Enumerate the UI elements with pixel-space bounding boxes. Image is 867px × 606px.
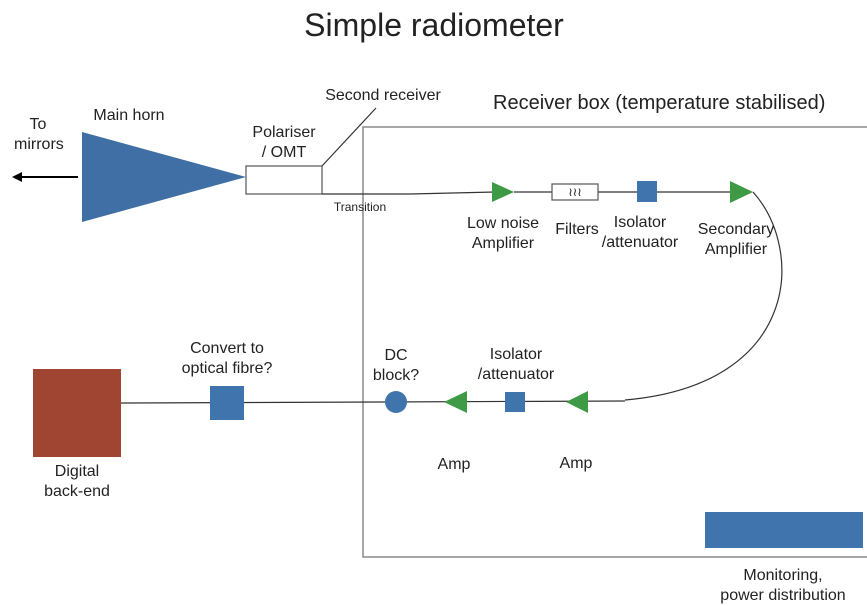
optical-converter-icon — [210, 386, 244, 420]
secondary-amp-label: Secondary Amplifier — [688, 220, 784, 260]
page-title: Simple radiometer — [304, 7, 564, 43]
second-receiver-label: Second receiver — [325, 87, 441, 104]
amp-left-icon — [444, 391, 467, 413]
to-mirrors-arrow-head — [12, 172, 22, 182]
isolator-top-label: Isolator /attenuator — [594, 213, 686, 253]
convert-line-1: Convert to — [190, 340, 264, 357]
lna-line-2: Amplifier — [471, 235, 535, 252]
low-noise-amplifier-icon — [492, 182, 514, 202]
monitoring-label: Monitoring, power distribution — [700, 566, 866, 606]
isolator-top-icon — [637, 181, 657, 202]
lna-label: Low noise Amplifier — [460, 214, 546, 254]
main-horn-icon — [82, 132, 246, 222]
filter-bank-icon: ≀≀≀ — [568, 185, 582, 199]
polariser-label: Polariser / OMT — [242, 123, 326, 163]
monitoring-line-2: power distribution — [720, 587, 846, 604]
receiver-box — [362, 126, 867, 558]
amp-right-icon — [566, 391, 588, 413]
filters-label: Filters — [555, 221, 599, 238]
isolator-bottom-icon — [505, 392, 525, 412]
amp-right-label: Amp — [559, 455, 593, 472]
signal-line-bottom — [120, 400, 626, 404]
monitoring-line-1: Monitoring, — [743, 567, 823, 584]
isolator-bottom-line-1: Isolator — [489, 346, 543, 363]
secondary-amplifier-icon — [730, 181, 753, 203]
digital-backend-label: Digital back-end — [30, 462, 124, 502]
polariser-box — [245, 165, 323, 195]
polariser-line-2: / OMT — [261, 144, 307, 161]
digital-backend-line-1: Digital — [54, 463, 100, 480]
signal-line-top-1 — [409, 191, 496, 195]
convert-line-2: optical fibre? — [181, 360, 273, 377]
main-horn-label: Main horn — [93, 107, 165, 124]
isolator-bottom-line-2: /attenuator — [477, 366, 555, 383]
dc-block-line-2: block? — [372, 367, 420, 384]
isolator-top-line-2: /attenuator — [601, 234, 679, 251]
convert-label: Convert to optical fibre? — [168, 339, 286, 379]
loop-cable — [624, 191, 783, 401]
dc-block-line-1: DC — [384, 347, 408, 364]
to-mirrors-line-1: To — [29, 116, 47, 133]
isolator-bottom-label: Isolator /attenuator — [468, 345, 564, 385]
transition-label: Transition — [333, 200, 387, 214]
dc-block-icon — [385, 391, 407, 413]
secondary-amp-line-2: Amplifier — [704, 241, 768, 258]
secondary-amp-line-1: Secondary — [697, 221, 775, 238]
isolator-top-line-1: Isolator — [613, 214, 667, 231]
receiver-box-label: Receiver box (temperature stabilised) — [493, 92, 826, 114]
digital-backend-line-2: back-end — [44, 483, 110, 500]
dc-block-label: DC block? — [364, 346, 428, 386]
digital-backend-block — [33, 369, 121, 457]
to-mirrors-label: To mirrors — [14, 115, 64, 155]
polariser-line-1: Polariser — [252, 124, 316, 141]
to-mirrors-line-2: mirrors — [14, 136, 64, 153]
amp-left-label: Amp — [437, 456, 471, 473]
lna-line-1: Low noise — [466, 215, 540, 232]
second-receiver-line — [321, 107, 377, 167]
monitoring-block — [705, 512, 863, 548]
